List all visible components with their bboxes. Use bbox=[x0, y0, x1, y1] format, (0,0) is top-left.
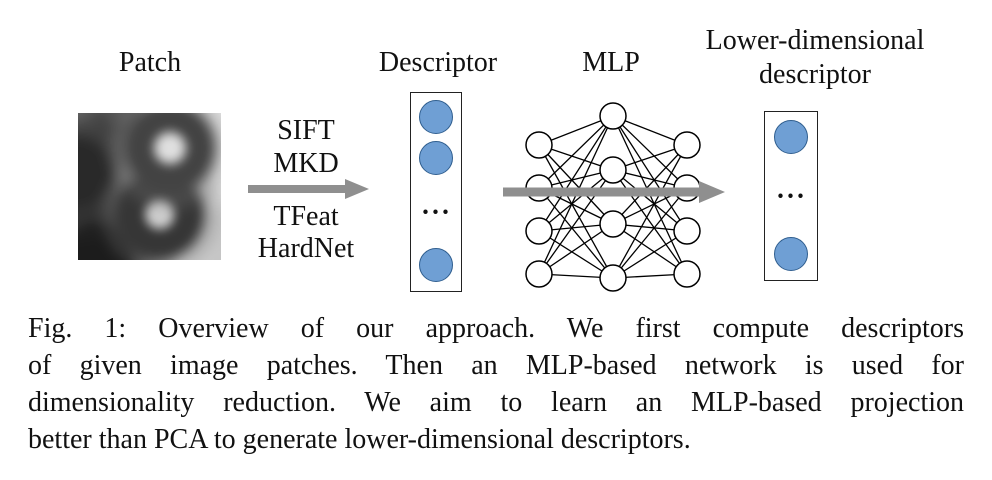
descriptor-vector-box: ··· bbox=[410, 92, 462, 292]
figure-caption: Fig. 1: Overview of our approach. We fir… bbox=[28, 310, 964, 458]
descriptor-node-circle bbox=[419, 100, 453, 134]
patch-texture bbox=[78, 113, 221, 260]
caption-line: better than PCA to generate lower-dimens… bbox=[28, 424, 691, 455]
method-hardnet-label: HardNet bbox=[257, 233, 355, 264]
patch-to-descriptor-arrow bbox=[248, 179, 369, 199]
method-tfeat-label: TFeat bbox=[273, 201, 339, 232]
ellipsis-dots: ··· bbox=[420, 196, 451, 227]
patch-image bbox=[78, 113, 221, 260]
lower-dimensional-vector-box: ··· bbox=[764, 111, 818, 281]
descriptor-label: Descriptor bbox=[378, 47, 498, 78]
descriptor-node-circle bbox=[419, 248, 453, 282]
patch-label: Patch bbox=[118, 47, 182, 78]
output-node-circle bbox=[774, 237, 808, 271]
caption-line: of given image patches. Then an MLP-base… bbox=[28, 350, 964, 381]
output-node-circle bbox=[774, 120, 808, 154]
method-sift-label: SIFT bbox=[277, 115, 335, 146]
lower-dimensional-descriptor-label: Lower-dimensional descriptor bbox=[705, 25, 925, 90]
descriptor-node-circle bbox=[419, 141, 453, 175]
mlp-network-diagram bbox=[503, 102, 725, 292]
method-mkd-label: MKD bbox=[273, 148, 339, 179]
ellipsis-dots: ··· bbox=[775, 180, 806, 211]
caption-line: dimensionality reduction. We aim to lear… bbox=[28, 387, 964, 418]
mlp-label: MLP bbox=[582, 47, 640, 78]
caption-line: Fig. 1: Overview of our approach. We fir… bbox=[28, 313, 964, 344]
